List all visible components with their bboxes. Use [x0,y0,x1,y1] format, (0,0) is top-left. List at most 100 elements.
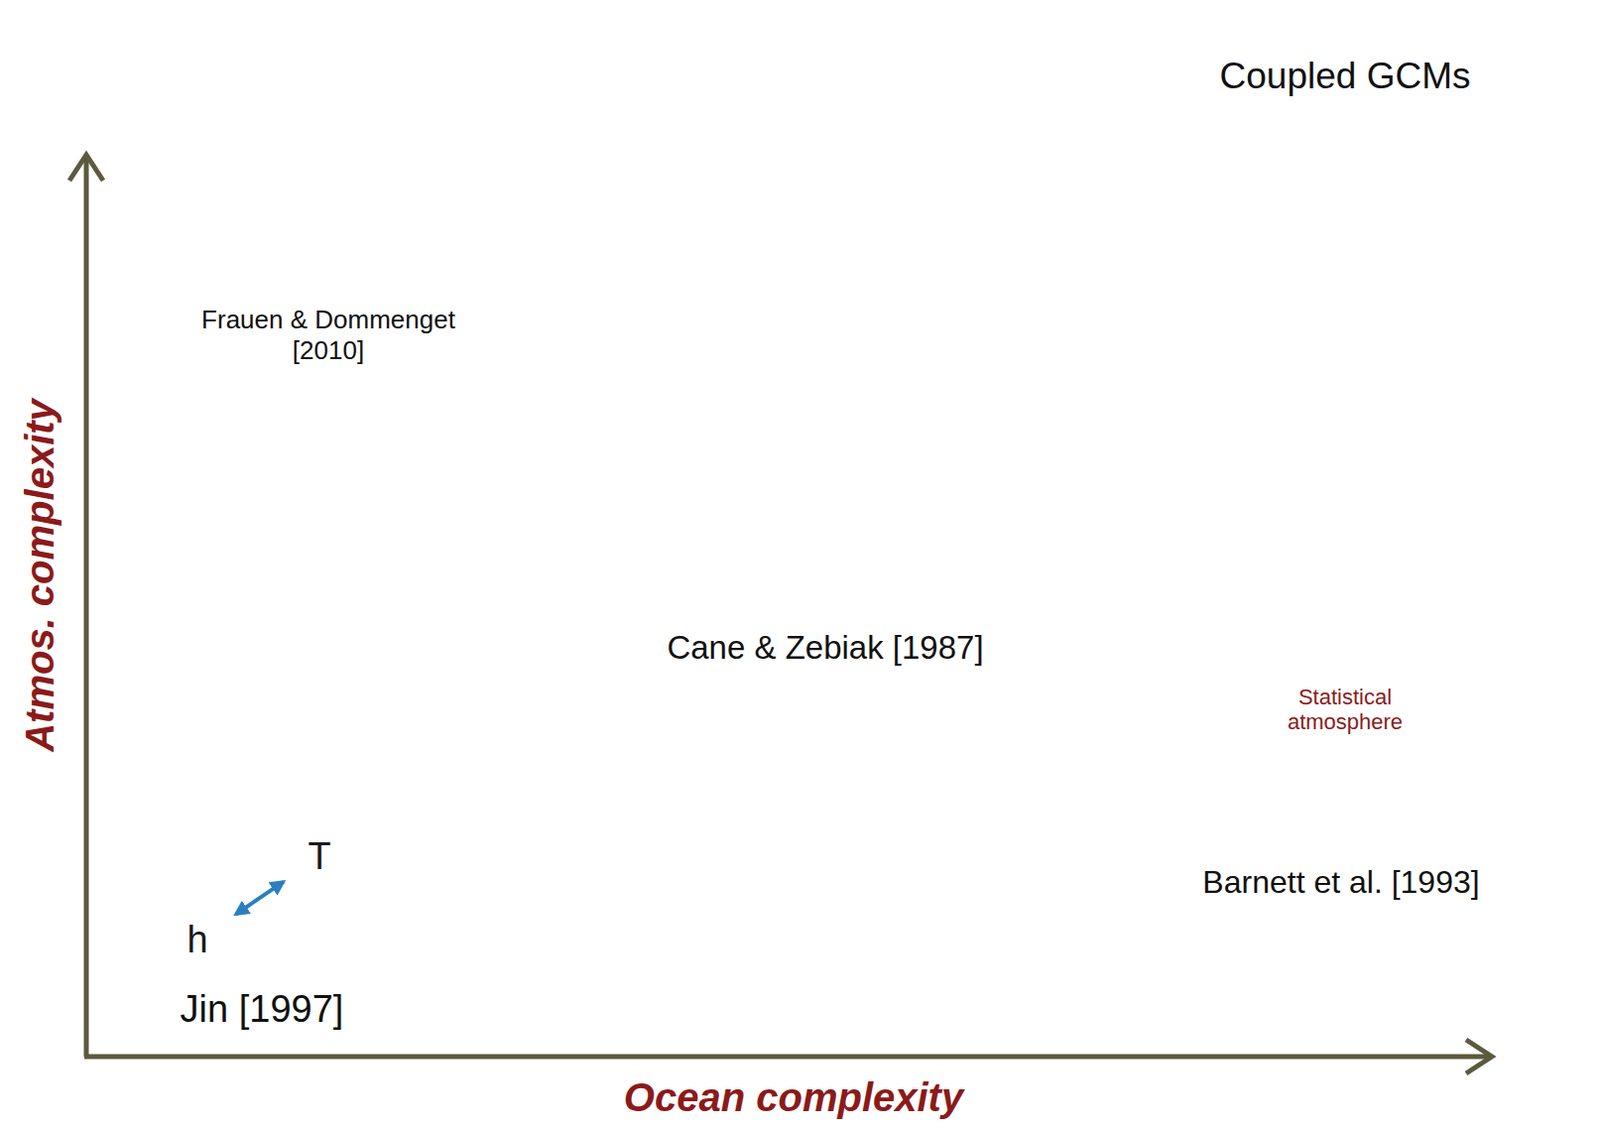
slab-front-cell [352,168,382,195]
double-arrow [1197,194,1220,203]
double-arrow [1233,313,1242,330]
double-arrow [902,531,927,540]
slab-front-cell [800,515,847,556]
double-arrow [674,596,699,605]
double-arrow [1336,313,1345,330]
slab-top-cell [1180,249,1248,260]
double-arrow [1400,784,1423,793]
model-ellipse: Statistical atmosphereBarnett et al. [19… [1087,663,1596,934]
double-arrow [1201,282,1224,291]
double-arrow [1353,166,1375,175]
flux-arrow [784,557,787,577]
double-arrow [243,203,260,212]
x-axis-head [1466,1039,1492,1074]
double-arrow [1252,282,1275,291]
double-arrow [243,177,260,186]
double-arrow [1449,811,1472,820]
slab-side-cell [1487,284,1504,330]
double-arrow [1439,313,1448,330]
flux-arrow-head [800,575,808,582]
slab-top-cell [1334,249,1402,260]
slab-front-cell [1180,294,1232,330]
double-arrow [1457,317,1479,326]
slab-top-cell [846,565,920,586]
model-ellipse: Cane & Zebiak [1987] [559,453,1092,710]
double-arrow [332,203,350,212]
double-arrow [1406,282,1429,291]
flux-arrow [1451,236,1454,251]
slab-front-cell [1282,259,1335,295]
flux-arrow-head [1383,249,1391,256]
double-arrow [1305,784,1328,793]
double-arrow [1301,166,1324,175]
slab-front-cell [1286,822,1335,850]
flux-arrow [945,557,948,577]
variable-symbol: T [284,834,355,880]
double-arrow [1405,194,1428,203]
flux-arrow [748,557,751,577]
slab-top-cell [292,160,329,169]
double-arrow [1201,317,1224,326]
slab-top-cell [1247,240,1316,250]
flux-arrow-head [711,575,719,582]
flux-arrow [766,557,769,577]
double-arrow [1303,317,1326,326]
slab-front-cell [1385,259,1438,295]
slab-top-cell [1301,120,1364,130]
double-arrow [1287,807,1296,824]
slab-top-cell [754,500,816,516]
slab-front-cell [800,585,847,616]
slab-side-cell [441,186,448,221]
double-arrow [1285,278,1294,295]
model-label: Barnett et al. [1993] [1122,862,1560,901]
double-arrow [1457,194,1479,203]
small-circle [328,253,376,278]
double-arrow [1252,317,1275,326]
slab-front-cell [1436,330,1488,366]
slab-side-cell [1498,186,1510,225]
slab-front-cell [352,194,382,221]
slab-front-cell [262,194,293,221]
double-arrow [203,173,212,190]
flux-arrow-head [675,575,683,582]
outline [280,818,360,897]
double-arrow [1256,811,1279,820]
slab-top-cell [1436,249,1504,260]
slab-front-cell [1280,205,1333,235]
axis-label: Atmos. complexity [17,398,63,752]
flux-arrow-head [1209,249,1217,256]
flux-arrow [1342,236,1345,251]
model-label: Frauen & Dommenget [2010] [194,304,463,367]
double-arrow [674,531,699,540]
flux-arrow-head [693,575,701,582]
slab-top-cell [1394,129,1458,140]
slab-top-cell [381,160,418,169]
flux-arrow [1254,236,1257,251]
slab-front-cell [1332,205,1384,235]
slab-side-cell [447,152,454,187]
slab-top-cell [1446,129,1509,140]
double-arrow [272,177,290,186]
flux-arrow [1494,236,1497,251]
illustration [1176,120,1520,366]
flux-arrow-head [1449,249,1457,256]
slab-front-cell [1436,259,1488,295]
slab-top-cell [724,486,785,501]
slab-front-cell [1332,177,1384,207]
double-arrow [765,531,790,540]
flux-arrow [820,557,823,577]
double-arrow [1209,811,1231,820]
slab-front-cell [1190,822,1238,850]
slab-top-cell [1334,756,1397,768]
flux-arrow-head [746,575,754,582]
flux-arrow-head [729,575,737,582]
double-arrow [1386,162,1395,179]
slab-top-cell [861,486,922,501]
slab-front-cell [1334,794,1382,822]
slab-front-cell [1383,177,1436,207]
double-arrow [1383,780,1392,797]
outline [1095,26,1597,427]
slab-front-cell [1385,294,1438,330]
double-arrow [1431,780,1440,797]
slab-front-cell [709,585,755,616]
